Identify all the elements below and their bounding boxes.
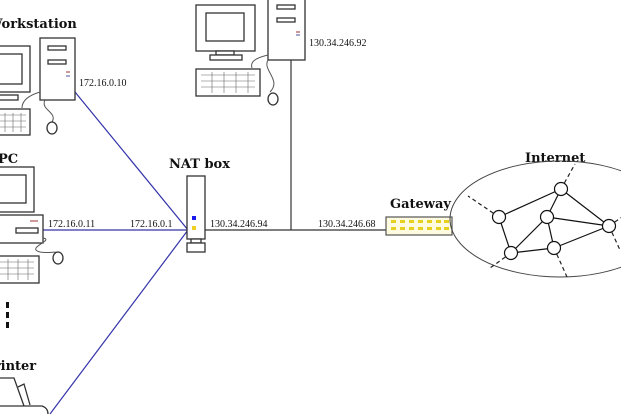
nat-box-label: NAT box: [169, 157, 230, 172]
router-node: [503, 245, 519, 261]
workstation-ip: 172.16.0.10: [79, 78, 127, 89]
gateway: Gateway 130.34.246.68: [318, 197, 453, 236]
internet-label: Internet: [525, 151, 585, 166]
workstation-label: Workstation: [0, 17, 77, 32]
nat-inner-ip: 172.16.0.1: [130, 219, 173, 230]
printer-label: Printer: [0, 359, 36, 374]
mouse-icon: [267, 92, 279, 106]
router-node: [539, 209, 555, 225]
router-node: [553, 181, 569, 197]
mouse-icon: [46, 121, 58, 135]
server-ip: 130.34.246.92: [309, 38, 367, 49]
pc-label: PC: [0, 152, 18, 167]
pc: PC 172.16.0.11: [0, 152, 95, 284]
nat-outer-ip: 130.34.246.94: [210, 219, 268, 230]
more-devices-ellipsis: [6, 302, 9, 328]
mouse-icon: [52, 251, 64, 265]
router-node: [491, 209, 507, 225]
router-node: [546, 240, 562, 256]
workstation: Workstation 172.16.0.10: [0, 17, 127, 136]
led-yellow: [192, 226, 196, 230]
printer: Printer: [0, 359, 49, 414]
router-node: [601, 218, 617, 234]
gateway-label: Gateway: [390, 197, 451, 212]
led-blue: [192, 216, 196, 220]
pc-ip: 172.16.0.11: [48, 219, 95, 230]
link-printer-nat: [49, 229, 189, 414]
server-computer: 130.34.246.92: [195, 0, 367, 106]
internet-cloud: Internet: [449, 151, 621, 278]
gateway-ip: 130.34.246.68: [318, 219, 376, 230]
nat-box: NAT box 172.16.0.1 130.34.246.94: [130, 157, 268, 253]
link-workstation-nat: [74, 91, 189, 231]
